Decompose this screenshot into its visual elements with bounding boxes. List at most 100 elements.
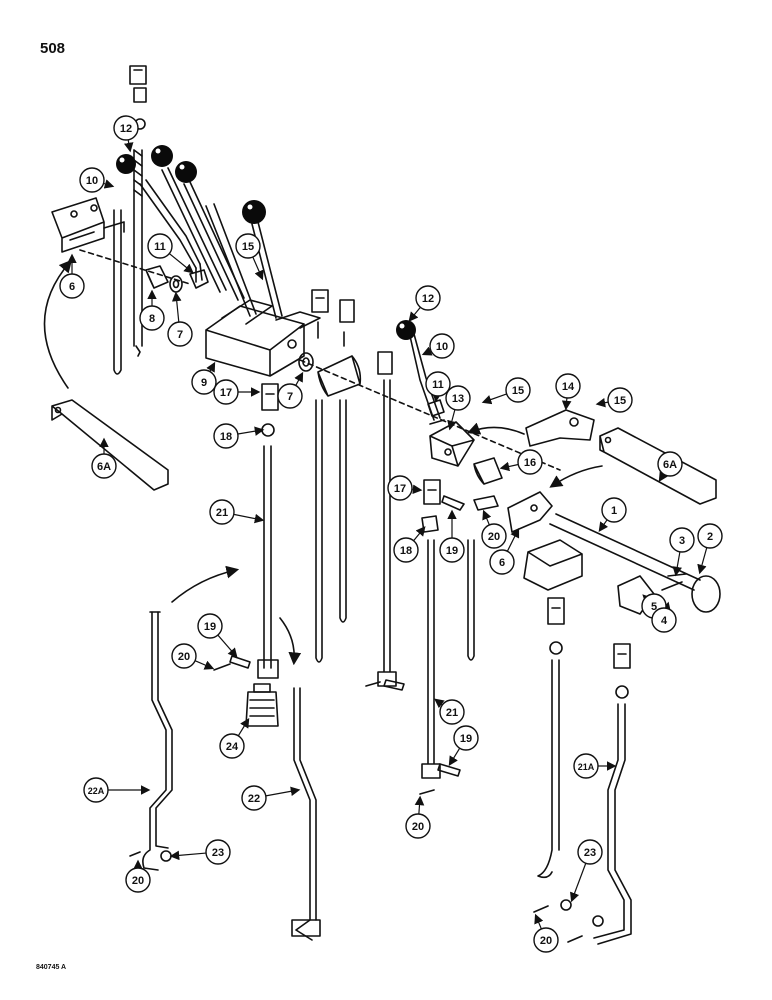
rod-right-long	[467, 539, 475, 661]
bracket-6-right	[507, 491, 553, 533]
boot-24	[245, 691, 279, 727]
callout-c20c: 20	[405, 813, 431, 839]
callout-c6Aa: 6A	[91, 453, 117, 479]
callout-c7a: 7	[167, 321, 193, 347]
sleeve-center	[317, 355, 362, 397]
callout-c24: 24	[219, 733, 245, 759]
callout-label: 15	[242, 241, 254, 253]
callout-label: 12	[422, 293, 434, 305]
bracket-6A-left	[51, 399, 169, 491]
knob-12-b	[396, 320, 416, 340]
figure-id: 840745 A	[36, 964, 67, 971]
clevis-17-right	[423, 479, 441, 505]
callout-label: 20	[178, 651, 190, 663]
leader-c20a	[482, 509, 492, 526]
rod-21A-b	[593, 703, 632, 945]
knob-12-a	[116, 154, 136, 174]
callout-label: 6	[69, 281, 75, 293]
leader-c23a	[169, 850, 207, 861]
leader-c12b	[408, 306, 421, 322]
callout-c21b: 21	[439, 699, 465, 725]
callout-label: 11	[154, 241, 166, 253]
callout-circle	[505, 377, 531, 403]
callout-label: 6	[499, 557, 505, 569]
lever-center-a	[161, 167, 227, 293]
pin-19-c	[437, 763, 461, 777]
leader-c11a	[168, 253, 194, 274]
callout-circle	[147, 233, 173, 259]
callout-label: 15	[614, 395, 626, 407]
leader-c13	[447, 409, 457, 431]
callout-circle	[91, 453, 117, 479]
pin-19-b	[229, 655, 251, 669]
callout-label: 3	[679, 535, 685, 547]
washer-23-c	[592, 915, 604, 927]
leader-c12a	[123, 139, 134, 153]
callout-label: 21	[446, 707, 458, 719]
bracket-6-upper	[51, 197, 105, 253]
callout-c17a: 17	[213, 379, 239, 405]
leader-c22	[265, 786, 301, 797]
callout-circle	[577, 839, 603, 865]
callout-c23b: 23	[577, 839, 603, 865]
leader-c20e	[534, 913, 544, 930]
callout-label: 21A	[578, 762, 595, 772]
leader-c6Ab	[658, 471, 668, 483]
callout-label: 5	[651, 601, 657, 613]
callout-circle	[405, 813, 431, 839]
rod-hang-2	[339, 399, 347, 623]
leader-c19b	[217, 634, 238, 658]
leader-c10b	[421, 346, 433, 356]
callout-circle	[205, 839, 231, 865]
callout-c15b: 15	[505, 377, 531, 403]
leader-c20c	[414, 795, 425, 815]
callout-circle	[167, 321, 193, 347]
callout-circle	[425, 371, 451, 397]
leader-c21b	[434, 698, 445, 709]
leader-c14	[561, 397, 572, 411]
leader-c7a	[171, 291, 182, 323]
rod-22	[293, 687, 317, 941]
rod-22A	[142, 611, 173, 871]
callout-label: 20	[132, 875, 144, 887]
callout-circle	[651, 607, 677, 633]
callout-label: 9	[201, 377, 207, 389]
callout-c22: 22	[241, 785, 267, 811]
callout-label: 23	[212, 847, 224, 859]
nut-right-b	[615, 685, 629, 699]
leader-c24	[237, 717, 250, 737]
callout-circle	[219, 733, 245, 759]
lever-center-d	[251, 221, 283, 319]
callout-c10a: 10	[79, 167, 105, 193]
shaft-1	[549, 513, 701, 591]
rod-21-right	[421, 539, 441, 779]
callout-label: 13	[452, 393, 464, 405]
callout-label: 10	[436, 341, 448, 353]
callout-label: 4	[661, 615, 668, 627]
leader-c6b	[506, 527, 520, 552]
callout-c8: 8	[139, 305, 165, 331]
leader-c4	[661, 601, 671, 613]
callout-c17b: 17	[387, 475, 413, 501]
clevis-right-b	[613, 643, 631, 669]
yoke-14	[525, 409, 595, 447]
leader-c19c	[448, 747, 461, 767]
clevis-top-left	[129, 65, 147, 85]
callout-c12a: 12	[113, 115, 139, 141]
leader-c20b	[194, 660, 215, 670]
callout-c20d: 20	[125, 867, 151, 893]
callout-label: 23	[584, 847, 596, 859]
callout-c18b: 18	[393, 537, 419, 563]
leader-c15b	[481, 393, 507, 405]
callout-label: 6A	[97, 461, 111, 473]
knob-c	[175, 161, 197, 183]
callout-label: 7	[287, 391, 293, 403]
callout-label: 20	[488, 531, 500, 543]
pin-19-a	[441, 495, 465, 511]
callout-circle	[277, 383, 303, 409]
washer-23-a	[160, 850, 172, 862]
callout-circle	[489, 549, 515, 575]
callout-circle	[171, 643, 197, 669]
nut-18-right	[421, 515, 439, 533]
